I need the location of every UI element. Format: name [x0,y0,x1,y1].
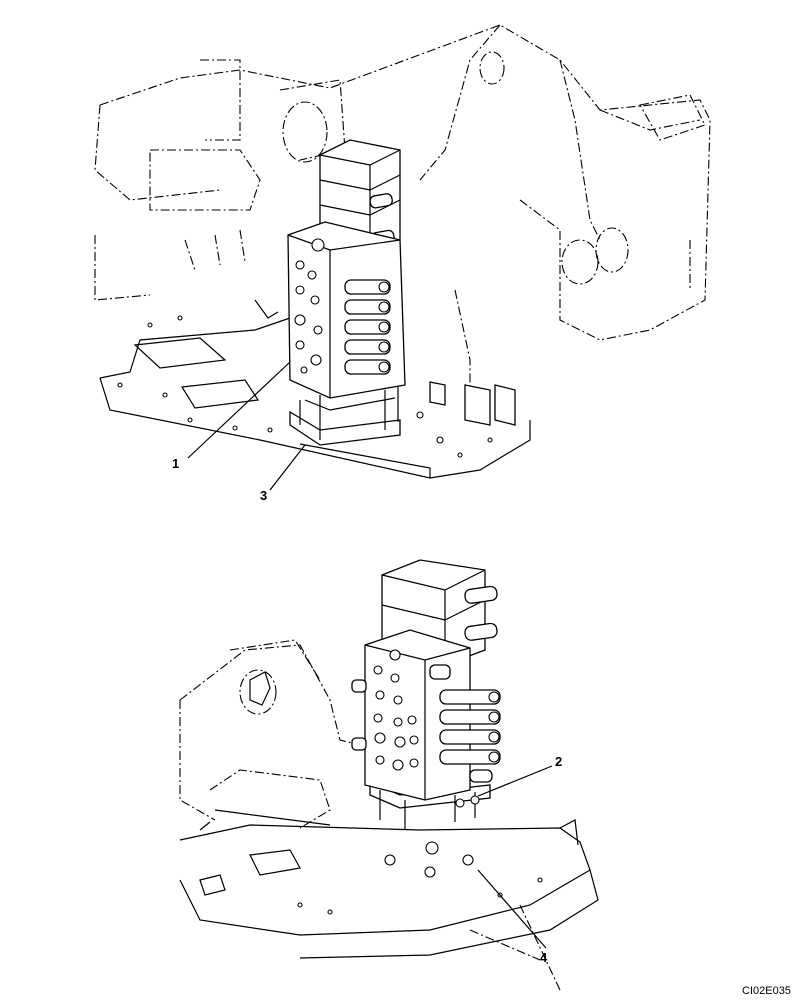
bottom-base-plate [179,809,599,991]
top-view-frame [94,24,711,400]
base-plate-holes [117,315,493,458]
leader-lines-bottom [477,765,553,949]
callout-2: 2 [555,754,562,769]
bottom-control-valve-block [351,559,501,801]
bottom-view-frame [179,639,361,829]
top-brackets [429,381,516,426]
bottom-valve-ports [373,649,419,771]
leader-lines-top [187,361,306,491]
top-spool-caps [344,279,391,375]
bottom-spool-caps [351,664,501,783]
top-support-stand [289,385,401,446]
callout-4: 4 [540,950,548,965]
drawing-code: CI02E035 [742,985,791,997]
callout-3: 3 [260,488,267,503]
callout-1: 1 [172,456,179,471]
top-valve-ports [294,238,325,374]
top-control-valve-block [287,139,406,399]
bottom-plate-bolts [297,841,543,915]
top-base-plate [99,299,531,479]
